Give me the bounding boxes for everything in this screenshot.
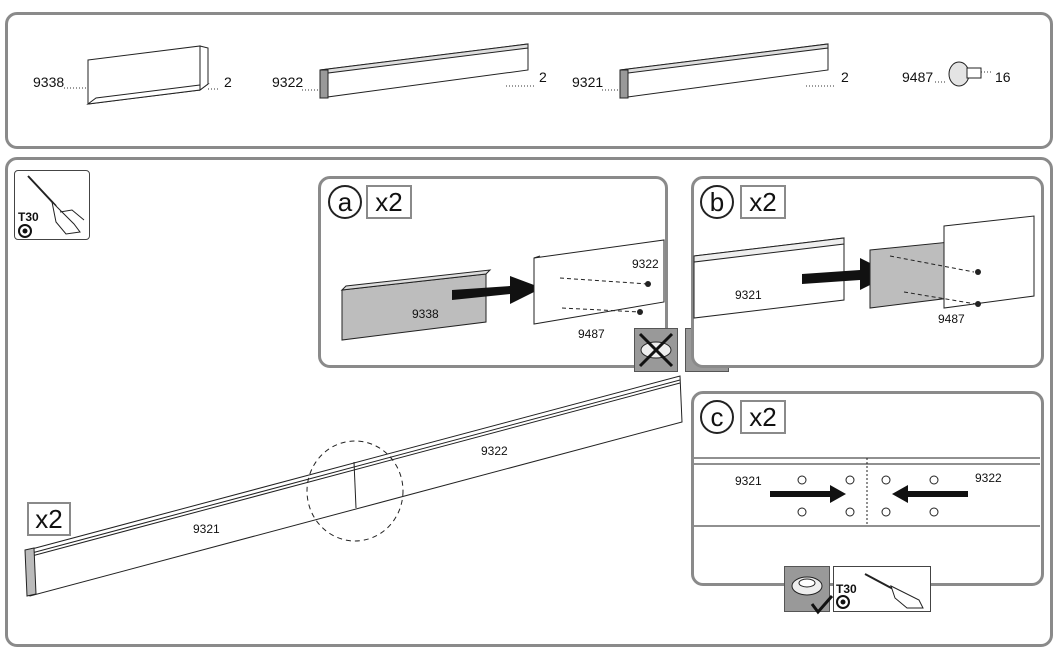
long-rail-icon: [302, 43, 536, 99]
part-code-9322: 9322: [272, 74, 304, 90]
step-c-rail-right-label: 9322: [975, 471, 1002, 485]
bottom-tool-label: T30: [836, 582, 857, 596]
cross-icon: [638, 332, 674, 368]
long-rail-icon: [602, 43, 836, 99]
step-a-screw-label: 9487: [578, 327, 605, 341]
step-a-illustration: [340, 239, 665, 341]
step-a-beam-label: 9338: [412, 307, 439, 321]
check-icon: [791, 576, 834, 615]
part-qty-9487: 16: [995, 69, 1011, 85]
overview-multiplier-badge: x2: [27, 502, 71, 536]
step-a-multiplier: x2: [366, 185, 412, 219]
step-c-letter: c: [700, 400, 734, 434]
step-c-multiplier: x2: [740, 400, 786, 434]
step-c-rail-left-label: 9321: [735, 474, 762, 488]
part-qty-9338: 2: [224, 74, 232, 90]
part-code-9338: 9338: [33, 74, 65, 90]
screwdriver-icon: [27, 175, 85, 235]
part-code-9321: 9321: [572, 74, 604, 90]
rail-assembly-overview: [24, 375, 683, 597]
part-qty-9322: 2: [539, 69, 547, 85]
step-b-letter: b: [700, 185, 734, 219]
step-c-illustration: [694, 457, 1040, 527]
step-b-illustration: [693, 215, 1035, 319]
overview-rail-right-label: 9322: [481, 444, 508, 458]
part-qty-9321: 2: [841, 69, 849, 85]
step-b-screw-label: 9487: [938, 312, 965, 326]
step-a-letter: a: [328, 185, 362, 219]
torx-icon: [18, 224, 32, 238]
short-beam-icon: [64, 45, 220, 105]
step-b-rail-label: 9321: [735, 288, 762, 302]
overview-rail-left-label: 9321: [193, 522, 220, 536]
step-a-rail-label: 9322: [632, 257, 659, 271]
part-code-9487: 9487: [902, 69, 934, 85]
tool-label: T30: [18, 210, 39, 224]
step-b-multiplier: x2: [740, 185, 786, 219]
screwdriver-icon: [864, 573, 924, 609]
torx-icon: [836, 595, 850, 609]
torx-screw-icon: [935, 61, 991, 87]
